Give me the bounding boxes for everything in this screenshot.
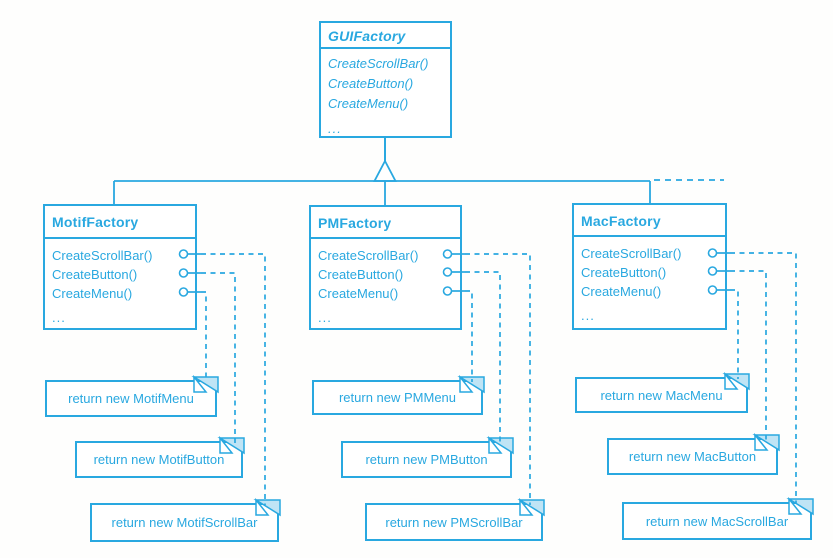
method-list: CreateScrollBar() CreateButton() CreateM… [574, 237, 725, 325]
note-return-pmscrollbar: return new PMScrollBar [365, 503, 543, 541]
method-list: CreateScrollBar() CreateButton() CreateM… [311, 239, 460, 327]
connector-pm-menu [465, 290, 473, 382]
class-title: PMFactory [311, 207, 460, 239]
note-return-macbutton: return new MacButton [607, 438, 778, 475]
class-box-motiffactory: MotifFactory CreateScrollBar() CreateBut… [43, 204, 197, 330]
connector-motif-menu [201, 291, 207, 382]
note-return-motifscrollbar: return new MotifScrollBar [90, 503, 279, 542]
note-return-macmenu: return new MacMenu [575, 377, 748, 413]
note-label: return new MacMenu [600, 387, 723, 403]
method-label: CreateButton() [328, 76, 414, 91]
ellipsis-label: ... [328, 121, 342, 136]
method-label: CreateScrollBar() [328, 56, 429, 71]
connector-mac-menu [730, 289, 739, 379]
method-list: CreateScrollBar() CreateButton() CreateM… [45, 239, 195, 327]
note-return-pmbutton: return new PMButton [341, 441, 512, 478]
note-return-motifmenu: return new MotifMenu [45, 380, 217, 417]
method-label: CreateButton() [318, 267, 404, 282]
ellipsis-label: ... [581, 308, 595, 323]
ellipsis-label: ... [52, 310, 66, 325]
note-label: return new PMScrollBar [385, 514, 523, 530]
note-label: return new MotifButton [93, 452, 225, 467]
method-label: CreateMenu() [52, 286, 133, 301]
method-label: CreateScrollBar() [52, 248, 153, 263]
note-return-pmmenu: return new PMMenu [312, 380, 483, 415]
ellipsis-label: ... [318, 310, 332, 325]
inheritance-triangle-icon [373, 159, 397, 182]
method-label: CreateMenu() [581, 284, 662, 299]
class-title: GUIFactory [321, 23, 450, 49]
method-label: CreateButton() [52, 267, 138, 282]
note-label: return new PMMenu [338, 390, 457, 405]
class-title: MacFactory [574, 205, 725, 237]
note-label: return new MotifMenu [68, 391, 194, 406]
method-list: CreateScrollBar() CreateButton() CreateM… [321, 49, 450, 139]
class-title: MotifFactory [45, 206, 195, 239]
method-label: CreateButton() [581, 265, 667, 280]
class-box-guifactory: GUIFactory CreateScrollBar() CreateButto… [319, 21, 452, 138]
method-label: CreateMenu() [318, 286, 399, 301]
note-label: return new MacButton [628, 449, 757, 464]
connector-pm-button [465, 271, 501, 443]
connector-mac-button [730, 270, 767, 440]
method-label: CreateMenu() [328, 96, 409, 111]
note-return-motifbutton: return new MotifButton [75, 441, 243, 478]
method-label: CreateScrollBar() [581, 246, 682, 261]
connector-motif-button [201, 272, 236, 443]
note-label: return new PMButton [365, 452, 488, 467]
note-label: return new MotifScrollBar [111, 515, 258, 530]
note-return-macscrollbar: return new MacScrollBar [622, 502, 812, 540]
class-box-pmfactory: PMFactory CreateScrollBar() CreateButton… [309, 205, 462, 330]
method-label: CreateScrollBar() [318, 248, 419, 263]
note-label: return new MacScrollBar [645, 513, 789, 529]
class-box-macfactory: MacFactory CreateScrollBar() CreateButto… [572, 203, 727, 330]
